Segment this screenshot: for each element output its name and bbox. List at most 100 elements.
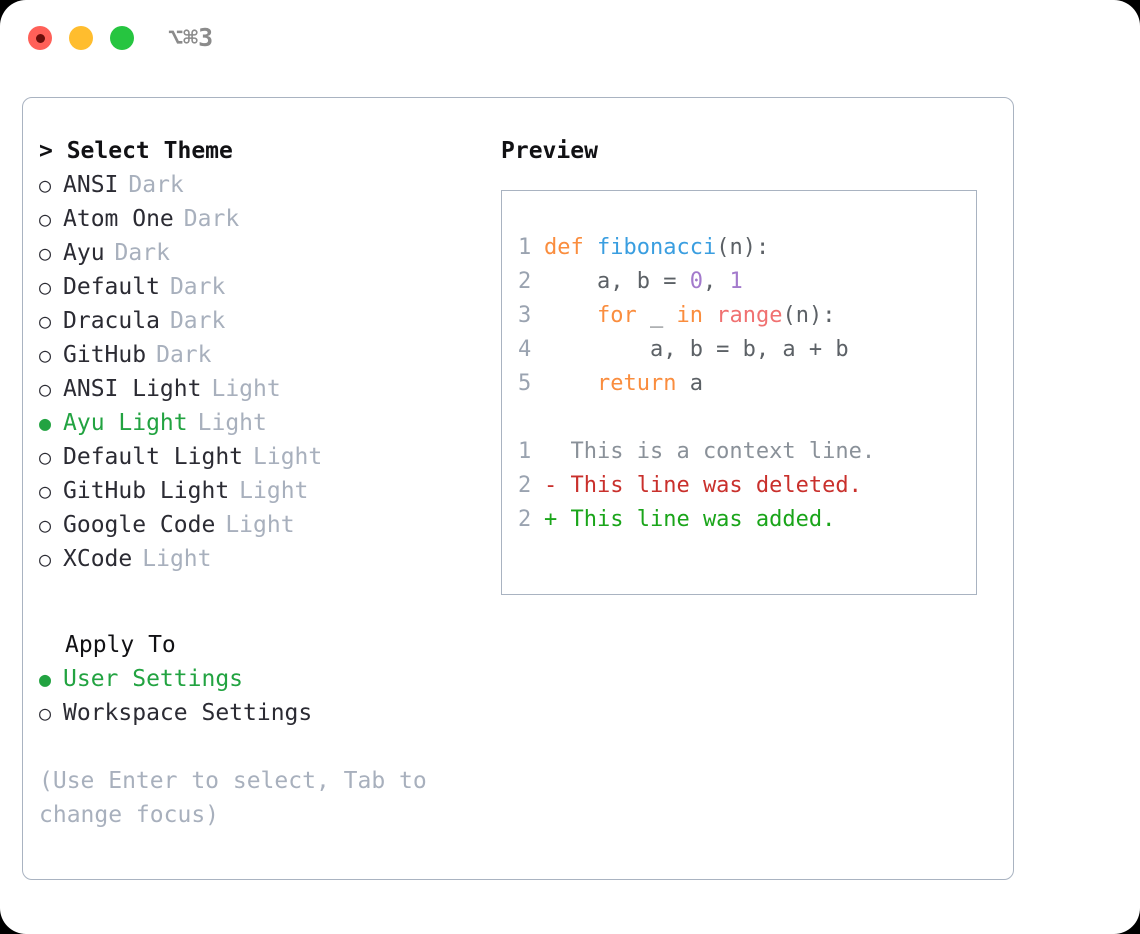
code-token-plain xyxy=(703,303,716,328)
radio-selected-icon: ● xyxy=(39,667,52,691)
code-token-fn: fibonacci xyxy=(596,235,717,260)
apply-to-option-label: User Settings xyxy=(63,666,244,692)
diff-preview: 1 This is a context line. 2 - This line wa… xyxy=(518,435,976,537)
code-token-plain: a xyxy=(676,371,703,396)
theme-variant-badge: Light xyxy=(253,444,323,470)
zoom-button-icon[interactable] xyxy=(110,26,134,50)
line-number: 4 xyxy=(518,337,532,362)
radio-unselected-icon: ○ xyxy=(39,513,52,537)
keyboard-hint-text: (Use Enter to select, Tab to change focu… xyxy=(39,768,427,828)
code-token-num: 1 xyxy=(729,269,743,294)
line-number: 3 xyxy=(518,303,532,328)
code-token-plain: a, b = xyxy=(544,269,690,294)
diff-line-1: 2 - This line was deleted. xyxy=(518,469,976,503)
code-token-bi: range xyxy=(716,303,783,328)
close-button-icon[interactable] xyxy=(28,26,52,50)
theme-variant-badge: Light xyxy=(225,512,295,538)
theme-option-1[interactable]: ○ Atom One Dark xyxy=(39,202,479,236)
theme-option-9[interactable]: ○ GitHub Light Light xyxy=(39,474,479,508)
diff-line-number: 2 xyxy=(518,473,532,498)
theme-option-label: GitHub Light xyxy=(63,478,230,504)
radio-selected-icon: ● xyxy=(39,411,52,435)
radio-unselected-icon: ○ xyxy=(39,241,52,265)
apply-to-option-1[interactable]: ○Workspace Settings xyxy=(39,696,479,730)
minimize-button-icon[interactable] xyxy=(69,26,93,50)
title-bar: ⌥⌘3 xyxy=(0,0,1140,78)
code-token-plain: , xyxy=(702,269,730,294)
code-token-plain xyxy=(544,371,597,396)
theme-option-label: Default xyxy=(63,274,160,300)
code-token-kw: in xyxy=(676,303,703,328)
code-token-plain xyxy=(544,303,597,328)
preview-spacer xyxy=(518,401,976,435)
theme-variant-badge: Dark xyxy=(183,206,240,232)
code-line-4: 4 a, b = b, a + b xyxy=(518,333,976,367)
diff-line-number: 1 xyxy=(518,439,532,464)
code-line-2: 2 a, b = 0, 1 xyxy=(518,265,976,299)
theme-option-5[interactable]: ○ GitHub Dark xyxy=(39,338,479,372)
radio-unselected-icon: ○ xyxy=(39,547,52,571)
section-spacer xyxy=(39,576,479,628)
code-line-3: 3 for _ in range(n): xyxy=(518,299,976,333)
diff-line-text-ctx: This is a context line. xyxy=(544,439,876,464)
radio-unselected-icon: ○ xyxy=(39,343,52,367)
radio-unselected-icon: ○ xyxy=(39,445,52,469)
theme-variant-badge: Dark xyxy=(169,308,226,334)
theme-option-label: Ayu Light xyxy=(63,410,188,436)
radio-unselected-icon: ○ xyxy=(39,479,52,503)
theme-option-0[interactable]: ○ ANSI Dark xyxy=(39,168,479,202)
theme-variant-badge: Dark xyxy=(169,274,226,300)
code-line-5: 5 return a xyxy=(518,367,976,401)
theme-option-label: ANSI Light xyxy=(63,376,202,402)
theme-option-3[interactable]: ○ Default Dark xyxy=(39,270,479,304)
theme-option-label: XCode xyxy=(63,546,133,572)
diff-line-number: 2 xyxy=(518,507,532,532)
radio-unselected-icon: ○ xyxy=(39,207,52,231)
code-token-plain: a, b = b, a + b xyxy=(544,337,849,362)
window-controls xyxy=(28,26,134,50)
radio-unselected-icon: ○ xyxy=(39,173,52,197)
radio-unselected-icon: ○ xyxy=(39,275,52,299)
theme-option-11[interactable]: ○ XCode Light xyxy=(39,542,479,576)
code-token-plain: (n): xyxy=(782,303,836,328)
keyboard-shortcut-label: ⌥⌘3 xyxy=(168,23,214,52)
line-number: 1 xyxy=(518,235,532,260)
line-number: 2 xyxy=(518,269,532,294)
code-token-num: 0 xyxy=(689,269,703,294)
theme-option-label: GitHub xyxy=(63,342,147,368)
theme-variant-badge: Dark xyxy=(156,342,212,368)
theme-variant-badge: Light xyxy=(142,546,212,572)
theme-variant-badge: Dark xyxy=(114,240,170,266)
theme-option-10[interactable]: ○ Google Code Light xyxy=(39,508,479,542)
theme-option-label: ANSI xyxy=(63,172,119,198)
theme-variant-badge: Light xyxy=(239,478,309,504)
apply-to-option-0[interactable]: ● User Settings xyxy=(39,662,479,696)
apply-to-list: ● User Settings ○Workspace Settings xyxy=(39,662,479,730)
select-theme-header: > Select Theme xyxy=(39,138,233,164)
diff-line-0: 1 This is a context line. xyxy=(518,435,976,469)
diff-line-text-add: + This line was added. xyxy=(544,507,836,532)
theme-option-label: Atom One xyxy=(63,206,174,232)
code-token-kw: for xyxy=(596,303,637,328)
theme-option-label: Google Code xyxy=(63,512,216,538)
radio-unselected-icon: ○ xyxy=(39,309,52,333)
apply-to-header: Apply To xyxy=(65,632,176,658)
radio-unselected-icon: ○ xyxy=(39,701,52,725)
line-number: 5 xyxy=(518,371,532,396)
theme-variant-badge: Dark xyxy=(128,172,184,198)
theme-variant-badge: Light xyxy=(211,376,281,402)
code-token-plain: (n): xyxy=(716,235,770,260)
diff-line-text-del: - This line was deleted. xyxy=(544,473,862,498)
